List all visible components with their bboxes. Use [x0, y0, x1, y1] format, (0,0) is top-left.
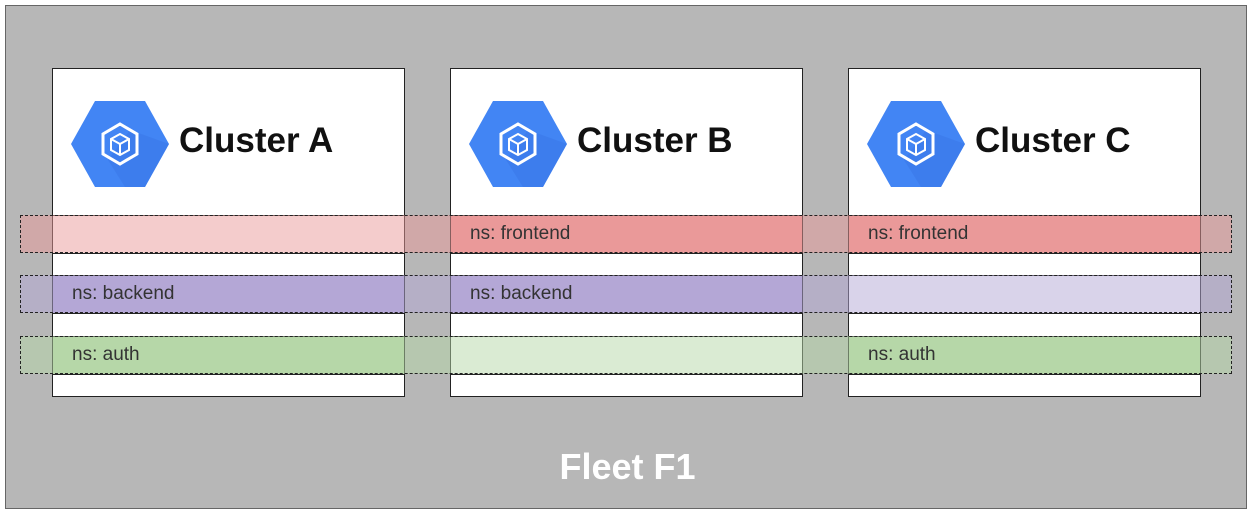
- namespace-label-auth: ns: auth: [72, 344, 140, 365]
- namespace-label-frontend: ns: frontend: [868, 223, 969, 244]
- namespace-label-backend: ns: backend: [470, 283, 573, 304]
- fleet-namespace-band-frontend: [20, 215, 1232, 253]
- namespace-label-auth: ns: auth: [868, 344, 936, 365]
- fleet-namespace-band-auth: [20, 336, 1232, 374]
- namespace-label-backend: ns: backend: [72, 283, 175, 304]
- cluster-title: Cluster C: [975, 121, 1131, 160]
- cluster-title: Cluster B: [577, 121, 733, 160]
- cluster-icon: [70, 100, 170, 193]
- namespace-label-frontend: ns: frontend: [470, 223, 571, 244]
- fleet-namespace-band-backend: [20, 275, 1232, 313]
- cluster-icon: [468, 100, 568, 193]
- fleet-label: Fleet F1: [559, 446, 696, 487]
- cluster-title: Cluster A: [179, 121, 334, 160]
- cluster-icon: [866, 100, 966, 193]
